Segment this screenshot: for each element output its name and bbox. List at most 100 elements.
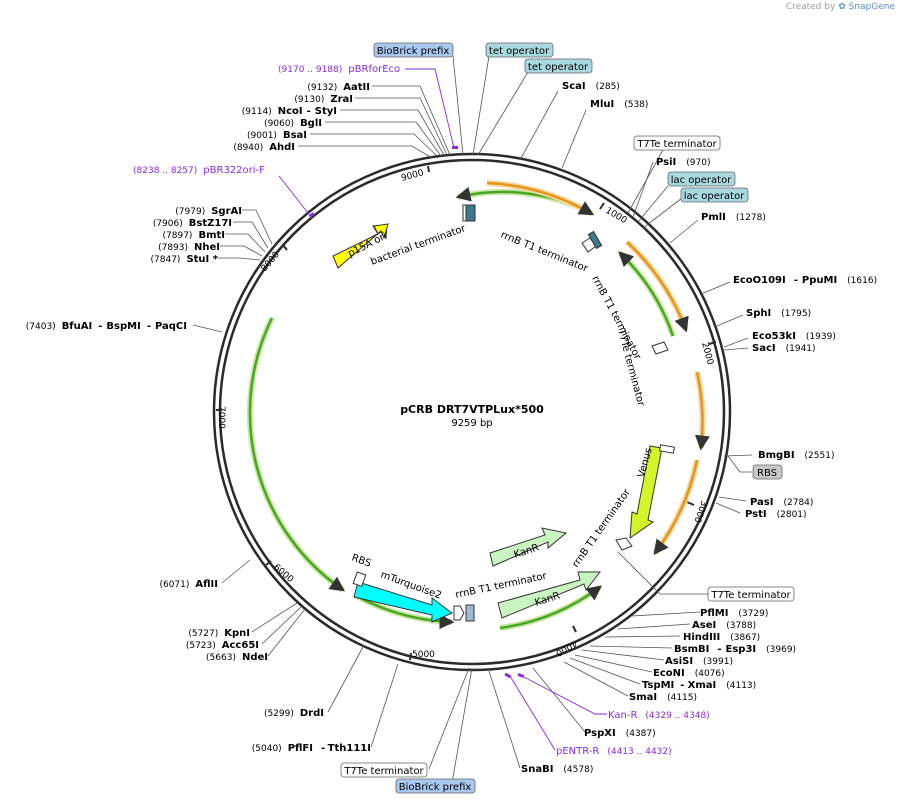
t7te-terminator-bottom: T7Te terminator xyxy=(343,766,424,777)
tick-label: 2000 xyxy=(699,341,715,366)
rbs-block xyxy=(352,571,367,587)
site-aatii: (9132)AatII xyxy=(307,82,370,93)
mturquoise2-arrow xyxy=(353,581,453,623)
tick-label: 5000 xyxy=(412,650,435,660)
orf-arc xyxy=(246,316,345,593)
site-stui: (7847)StuI * xyxy=(151,254,219,265)
credit-brand-name: SnapGene xyxy=(848,2,895,12)
rbs-right: RBS xyxy=(757,468,777,479)
site-sgrai: (7979)SgrAI xyxy=(175,206,242,217)
site-snabi: SnaBI(4578) xyxy=(521,764,593,775)
kanr-arrow-2 xyxy=(497,571,602,619)
sites-left: (9132)AatII (9130)ZraI (9114)NcoI-StyI (… xyxy=(26,82,371,754)
backbone-inner xyxy=(218,158,726,666)
site-eco53ki: Eco53kI(1939) xyxy=(752,331,836,342)
site-ncoi-styi: (9114)NcoI-StyI xyxy=(242,106,337,117)
p15a-ori-arrow xyxy=(332,223,389,269)
primer-range: (9170 .. 9188) xyxy=(278,65,342,75)
site-tspmi-xmai: TspMI-XmaI(4113) xyxy=(642,680,756,691)
tick-label: 7000 xyxy=(216,406,226,429)
plasmid-length: 9259 bp xyxy=(451,418,492,429)
tet-operator-1: tet operator xyxy=(489,46,550,57)
primer-labels: (9170 .. 9188) pBRforEco (8238 .. 8257) pB… xyxy=(133,64,710,757)
terminator-arrow xyxy=(615,537,633,551)
venus-arrow xyxy=(629,445,663,540)
primer-lines xyxy=(278,68,607,751)
leader-lines xyxy=(192,55,753,784)
site-pmli: PmlI(1278) xyxy=(701,212,766,223)
snapgene-credit: Created by ✿ SnapGene xyxy=(786,2,895,12)
site-bsai: (9001)BsaI xyxy=(247,130,307,141)
kanr-arrow-1 xyxy=(489,527,568,567)
orf-arc xyxy=(618,251,675,337)
site-ahdi: (8940)AhdI xyxy=(233,142,295,153)
orf-arc xyxy=(499,585,603,630)
sites-right: ScaI(285) MluI(538) PsiI(970) PmlI(1278)… xyxy=(521,81,877,775)
credit-prefix: Created by xyxy=(785,2,836,12)
site-pspxi: PspXI(4387) xyxy=(584,728,656,739)
rrnb-terminator-label-3: rrnB T1 terminator xyxy=(570,486,633,569)
primer-name: pBRforEco xyxy=(348,64,400,75)
site-asei: AseI(3788) xyxy=(692,620,756,631)
site-ecoo109i-ppumi: EcoO109I-PpuMI(1616) xyxy=(733,275,877,286)
site-bsmbi-esp3i: BsmBI-Esp3I(3969) xyxy=(674,644,796,655)
site-kpni: (5727)KpnI xyxy=(188,628,250,639)
site-pasi: PasI(2784) xyxy=(750,497,813,508)
site-scai: ScaI(285) xyxy=(562,81,620,92)
site-smai: SmaI(4115) xyxy=(629,692,697,703)
lac-operator-1: lac operator xyxy=(671,175,732,186)
primer-range: (4413 .. 4432) xyxy=(607,747,671,757)
orf-arc xyxy=(694,371,710,451)
credit-brand: ✿ SnapGene xyxy=(838,2,895,12)
orf-arc xyxy=(626,241,689,333)
site-hindiii: HindIII(3867) xyxy=(683,632,760,643)
primer-name: pENTR-R xyxy=(556,746,599,757)
t7te-terminator-top: T7Te terminator xyxy=(636,139,717,150)
biobrick-prefix-bottom: BioBrick prefix xyxy=(399,782,472,793)
primer-range: (8238 .. 8257) xyxy=(133,166,197,176)
site-psti: PstI(2801) xyxy=(745,509,807,520)
tick-label: 4000 xyxy=(553,637,578,657)
site-econi: EcoNI(4076) xyxy=(653,668,725,679)
primer-kan-r: Kan-R (4329 .. 4348) xyxy=(608,710,710,721)
orf-arc xyxy=(486,180,594,217)
venus-rbs-block xyxy=(659,444,675,454)
site-zrai: (9130)ZraI xyxy=(294,94,353,105)
primer-pbr322ori: (8238 .. 8257) pBR322ori-F xyxy=(133,165,265,176)
primer-range: (4329 .. 4348) xyxy=(645,711,709,721)
t7te-terminator-right: T7Te terminator xyxy=(710,590,791,601)
primer-pbrforeco: (9170 .. 9188) pBRforEco xyxy=(278,64,400,75)
biobrick-prefix-top: BioBrick prefix xyxy=(377,46,450,57)
terminator-arrow xyxy=(453,605,465,621)
site-aflii: (6071)AflII xyxy=(159,579,218,590)
site-mlui: MluI(538) xyxy=(590,99,648,110)
terminator-block xyxy=(465,204,476,222)
lac-operator-2: lac operator xyxy=(684,191,745,202)
rrnb-terminator-label-2: rrnB T1 terminator xyxy=(589,274,643,362)
site-sphi: SphI(1795) xyxy=(746,308,811,319)
site-saci: SacI(1941) xyxy=(752,343,816,354)
site-bmti: (7897)BmtI xyxy=(163,230,225,241)
orf-arc xyxy=(248,317,346,592)
tet-operator-2: tet operator xyxy=(528,62,589,73)
site-psii: PsiI(970) xyxy=(656,157,710,168)
tick-label: 1000 xyxy=(604,206,629,226)
site-asisi: AsiSI(3991) xyxy=(665,656,733,667)
site-ndei: (5663)NdeI xyxy=(206,652,268,663)
site-bstz17i: (7906)BstZ17I xyxy=(153,218,232,229)
terminator-arrow xyxy=(651,341,669,355)
orf-arcs xyxy=(246,180,710,631)
primer-pentr-r: pENTR-R (4413 .. 4432) xyxy=(556,746,672,757)
terminator-block xyxy=(462,204,467,222)
site-bmgbi: BmgBI(2551) xyxy=(758,450,834,461)
terminator-block xyxy=(587,230,603,250)
site-bgli: (9060)BglI xyxy=(264,118,322,129)
rbs-inner-label: RBS xyxy=(350,552,373,569)
primer-name: pBR322ori-F xyxy=(203,165,265,176)
rrnb-terminator-label-1: rrnB T1 terminator xyxy=(499,230,590,275)
plasmid-name: pCRB DRT7VTPLux*500 xyxy=(400,403,544,416)
primer-name: Kan-R xyxy=(608,710,637,721)
site-nhei: (7893)NheI xyxy=(158,242,220,253)
orf-arc xyxy=(653,459,699,555)
